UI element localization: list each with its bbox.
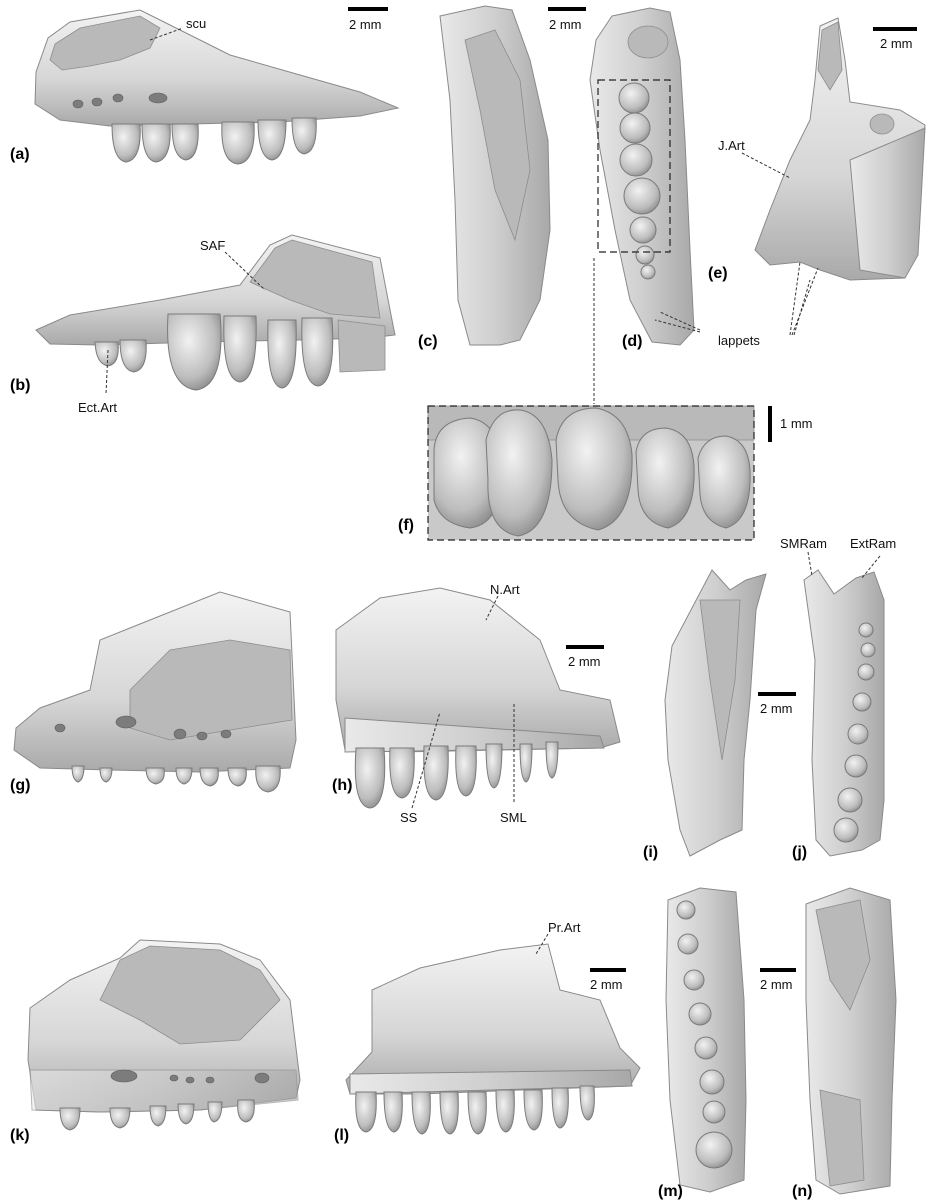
panel-j-teeth xyxy=(833,622,876,843)
panel-e-specimen xyxy=(754,17,926,281)
panel-l-teeth xyxy=(355,1085,595,1135)
label-saf: SAF xyxy=(200,238,225,253)
label-scu: scu xyxy=(186,16,206,31)
panel-c-specimen xyxy=(439,5,551,346)
panel-label-i: (i) xyxy=(643,844,658,861)
panel-label-j: (j) xyxy=(792,844,807,861)
panel-i-specimen xyxy=(664,569,767,857)
panel-h-teeth xyxy=(354,741,559,809)
scale-bar-bottom-l-label: 2 mm xyxy=(590,977,623,992)
panel-g-specimen xyxy=(13,591,297,793)
scale-bar-top-middle-label: 2 mm xyxy=(549,17,582,32)
panel-label-l: (l) xyxy=(334,1127,349,1144)
scale-bar-top-right-label: 2 mm xyxy=(880,36,913,51)
j-art-leader-line xyxy=(741,152,791,179)
panel-a-teeth xyxy=(111,117,317,165)
panel-label-e: (e) xyxy=(708,265,728,282)
panel-label-c: (c) xyxy=(418,333,438,350)
panel-f-teeth xyxy=(433,407,751,537)
scale-bar-middle-h-label: 2 mm xyxy=(568,654,601,669)
label-smram: SMRam xyxy=(780,536,827,551)
label-pr-art: Pr.Art xyxy=(548,920,581,935)
n-art-leader-line xyxy=(485,595,499,621)
scu-leader-line xyxy=(149,27,184,41)
pr-art-leader-line xyxy=(535,933,549,955)
panel-d-specimen xyxy=(589,7,695,346)
panel-m-teeth xyxy=(676,900,733,1169)
panel-n-specimen xyxy=(805,887,897,1195)
panel-h-specimen xyxy=(335,587,621,809)
panel-f-inset-frame xyxy=(427,405,755,541)
panel-d-inset-box xyxy=(597,79,671,253)
panel-a-foramina xyxy=(72,92,168,109)
label-j-art: J.Art xyxy=(718,138,745,153)
label-ect-art: Ect.Art xyxy=(78,400,117,415)
panel-b-teeth xyxy=(94,313,386,391)
label-n-art: N.Art xyxy=(490,582,520,597)
smram-leader-line xyxy=(807,551,813,577)
panel-label-d: (d) xyxy=(622,333,642,350)
panel-k-foramina xyxy=(110,1069,270,1084)
label-sml: SML xyxy=(500,810,527,825)
scale-bar-middle-i-label: 2 mm xyxy=(760,701,793,716)
label-lappets: lappets xyxy=(718,333,760,348)
panel-m-specimen xyxy=(665,887,747,1193)
panel-b-specimen xyxy=(35,234,396,391)
panel-g-foramina xyxy=(54,715,232,741)
ss-leader-line xyxy=(411,711,441,809)
scale-bar-top-left-label: 2 mm xyxy=(349,17,382,32)
label-ss: SS xyxy=(400,810,418,825)
panel-d-teeth xyxy=(618,82,661,280)
saf-leader-line xyxy=(224,251,266,291)
panel-k-teeth xyxy=(59,1099,255,1131)
panel-label-k: (k) xyxy=(10,1127,30,1144)
panel-l-specimen xyxy=(345,943,641,1135)
panel-label-n: (n) xyxy=(792,1183,812,1200)
panel-label-a: (a) xyxy=(10,146,30,163)
panel-k-specimen xyxy=(27,939,301,1131)
panel-label-f: (f) xyxy=(398,517,414,534)
scale-bar-inset-label: 1 mm xyxy=(780,416,813,431)
panel-j-specimen xyxy=(803,569,885,857)
panel-label-h: (h) xyxy=(332,777,352,794)
panel-g-teeth xyxy=(71,765,281,793)
panel-label-b: (b) xyxy=(10,377,30,394)
panel-label-g: (g) xyxy=(10,777,30,794)
panel-f-inset xyxy=(427,405,755,540)
panel-label-m: (m) xyxy=(658,1183,683,1200)
scale-bar-bottom-m-label: 2 mm xyxy=(760,977,793,992)
ect-art-leader-line xyxy=(105,349,109,395)
panel-a-specimen xyxy=(34,9,400,165)
lappets-leader-lines xyxy=(654,261,819,336)
label-extram: ExtRam xyxy=(850,536,896,551)
